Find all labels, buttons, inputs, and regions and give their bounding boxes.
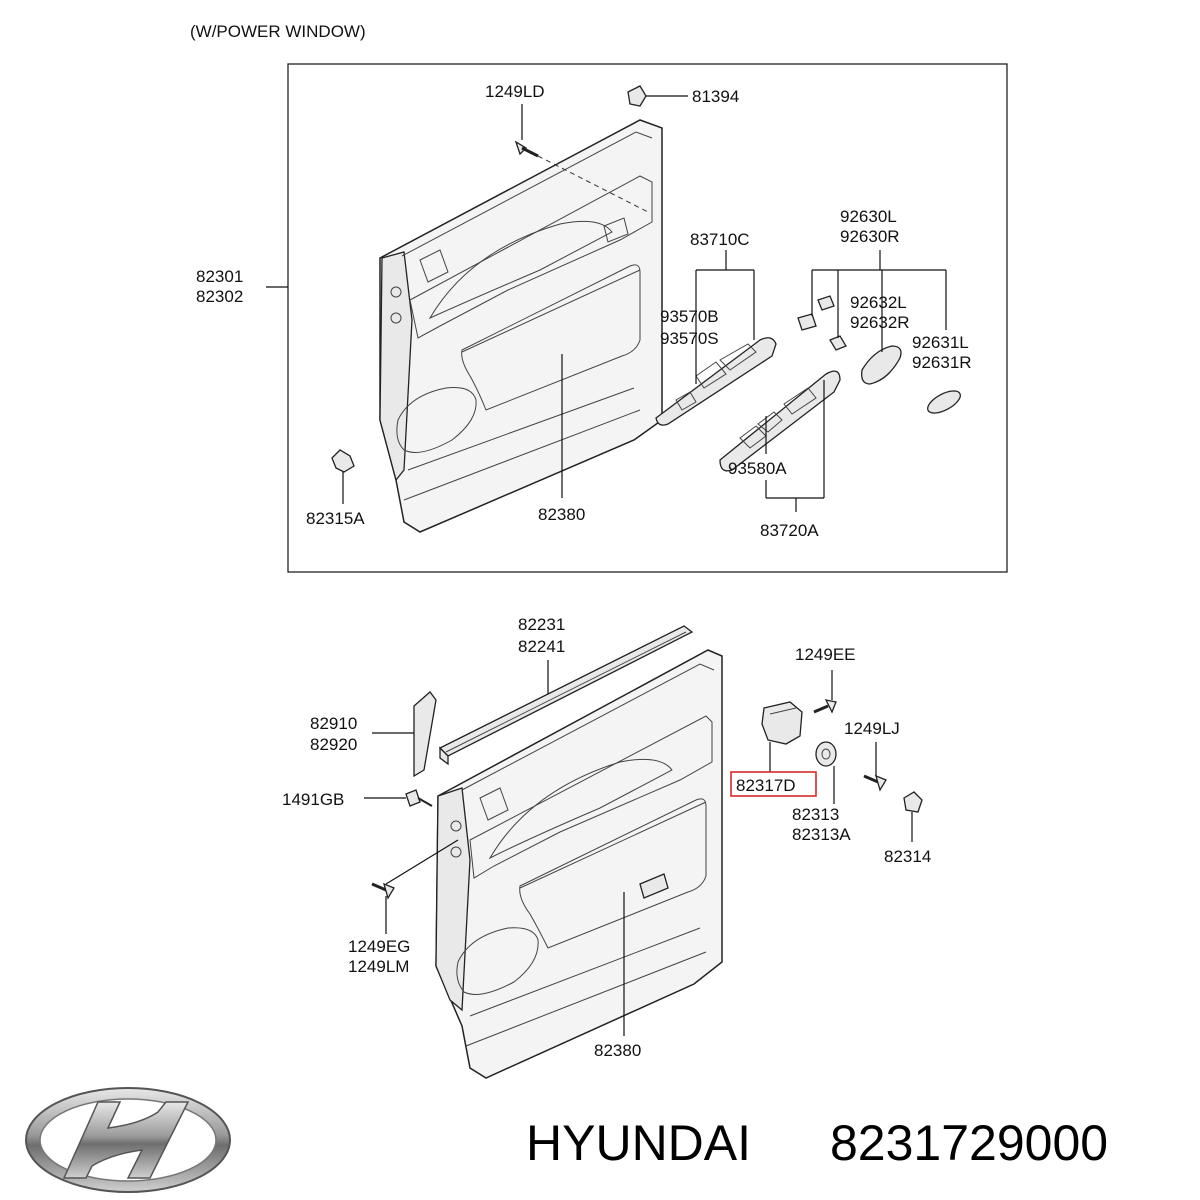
label-92632L: 92632L [850, 293, 907, 312]
connector-92630-illustration [797, 295, 961, 414]
label-82241: 82241 [518, 637, 565, 656]
label-92632R: 92632R [850, 313, 910, 332]
label-93580A: 93580A [728, 459, 787, 478]
switch-bezel-upper-illustration [655, 337, 777, 426]
screw-1249LD-illustration [514, 140, 649, 213]
door-trim-panel-lower-illustration [435, 649, 723, 1079]
label-82314: 82314 [884, 847, 931, 866]
label-1491GB: 1491GB [282, 790, 344, 809]
highlight-box-82317D [730, 771, 817, 797]
label-1249LJ: 1249LJ [844, 719, 900, 738]
label-82380-top: 82380 [538, 505, 585, 524]
label-82313A: 82313A [792, 825, 851, 844]
label-1249EG: 1249EG [348, 937, 410, 956]
label-82302: 82302 [196, 287, 243, 306]
door-trim-panel-illustration [379, 119, 663, 533]
hyundai-logo [25, 1087, 231, 1193]
part-number: 8231729000 [830, 1115, 1108, 1171]
label-83710C: 83710C [690, 230, 750, 249]
bottom-section: 82231 82241 1249EE 82910 82920 1249LJ 82… [282, 615, 931, 1079]
label-82380-bottom: 82380 [594, 1041, 641, 1060]
label-1249EE: 1249EE [795, 645, 856, 664]
label-92631R: 92631R [912, 353, 972, 372]
clip-1491GB-illustration [405, 789, 433, 807]
trim-strip-82910-illustration [413, 691, 437, 778]
label-82301: 82301 [196, 267, 243, 286]
label-1249LD: 1249LD [485, 82, 545, 101]
label-92630R: 92630R [840, 227, 900, 246]
label-82231: 82231 [518, 615, 565, 634]
label-93570S: 93570S [660, 329, 719, 348]
top-panel: 1249LD 81394 82301 82302 83710C 92630L 9… [196, 63, 1008, 573]
label-81394: 81394 [692, 87, 739, 106]
label-83720A: 83720A [760, 521, 819, 540]
fastener-82315A-illustration [331, 449, 355, 504]
label-92630L: 92630L [840, 207, 897, 226]
top-panel-frame [287, 63, 1008, 573]
clip-81394-illustration [627, 85, 647, 107]
brand-name: HYUNDAI [526, 1115, 751, 1171]
label-1249LM: 1249LM [348, 957, 409, 976]
label-82910: 82910 [310, 714, 357, 733]
label-93570B: 93570B [660, 307, 719, 326]
cap-82314-illustration [903, 791, 923, 813]
screw-1249EE-illustration [813, 699, 837, 714]
label-82315A: 82315A [306, 509, 365, 528]
bottom-leader-lines [364, 660, 913, 1036]
screw-1249EG-illustration [371, 882, 395, 900]
grommet-82313-illustration [815, 741, 837, 767]
diagram-caption: (W/POWER WINDOW) [190, 22, 366, 41]
label-82313: 82313 [792, 805, 839, 824]
screw-1249LJ-illustration [863, 774, 887, 792]
weatherstrip-illustration [438, 625, 694, 766]
switch-bezel-lower-illustration [719, 370, 841, 472]
bracket-82317D-illustration [761, 701, 803, 745]
label-82317D: 82317D [736, 776, 796, 795]
top-leader-lines [266, 104, 947, 512]
label-92631L: 92631L [912, 333, 969, 352]
label-82920: 82920 [310, 735, 357, 754]
